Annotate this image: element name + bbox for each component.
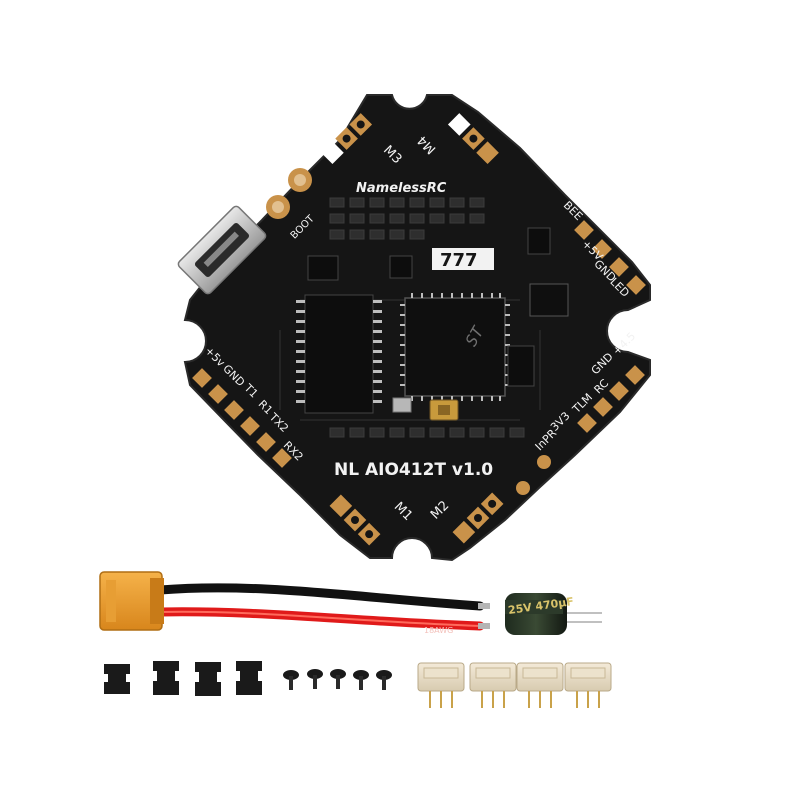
motor-plug-1 [417,662,465,708]
gyro-chip [529,283,569,317]
code-badge-text: 777 [440,250,478,271]
mcu-chip: ST [400,293,510,401]
small-ic-a [307,255,339,281]
screws [283,669,392,690]
motor-plugs [417,662,612,708]
usb-port [177,205,267,295]
mosfet-top [527,227,551,255]
xt30-connector [99,571,164,631]
top-resistors [329,197,485,240]
brand-logo: NamelessRC [356,181,447,196]
left-pads [192,368,292,468]
screw-4 [353,670,369,690]
board-model: NL AIO412T v1.0 [334,460,493,480]
flight-controller-board: M3 M4 M1 M2 [177,94,651,562]
right-upper-pads [574,220,646,295]
motor-plug-4 [564,662,612,708]
screw-5 [376,670,392,690]
left-ic [296,294,382,414]
screw-1 [283,670,299,690]
xt30-power-cable: 18AWG [99,571,490,635]
rubber-pad-3 [195,662,221,696]
motor-plug-3 [516,662,564,708]
motor-plug-2 [469,662,517,708]
small-ic-b [389,255,413,279]
bottom-resistors [329,427,525,438]
code-badge [432,248,494,270]
wire-marking: 18AWG [424,626,453,635]
rubber-pads [104,661,262,696]
flash-chip [507,345,535,387]
right-lower-pads [516,365,645,495]
screw-3 [330,669,346,689]
rubber-pad-4 [236,661,262,695]
rubber-pad-1 [104,664,130,694]
capacitor: 25V 470μF [505,593,602,635]
rubber-pad-2 [153,661,179,695]
screw-2 [307,669,323,689]
crystal [392,397,412,413]
